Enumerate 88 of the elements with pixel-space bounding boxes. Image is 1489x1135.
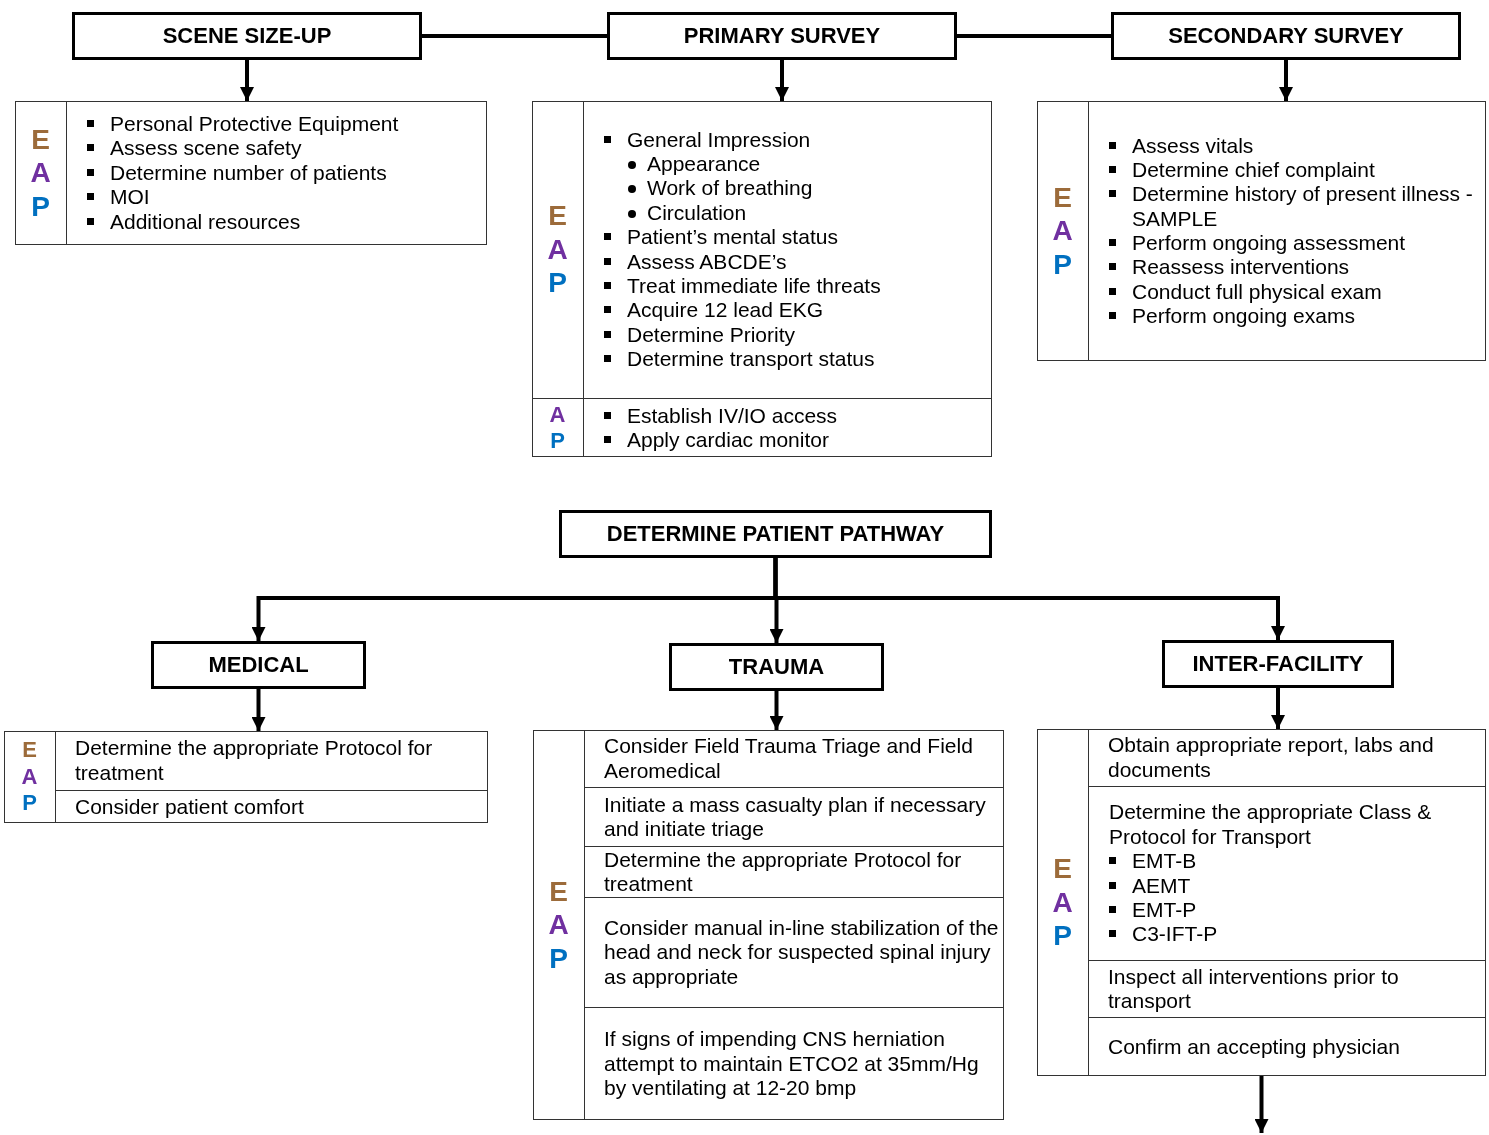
checklist-item: Patient’s mental status	[627, 225, 838, 250]
stage-header-box	[669, 643, 884, 691]
eap-letter: P	[22, 790, 37, 817]
eap-letter-cell	[532, 398, 584, 457]
checklist-text: Confirm an accepting physician	[1108, 1034, 1401, 1060]
checklist-item: Treat immediate life threats	[627, 273, 881, 299]
connector-arrow	[1254, 1076, 1269, 1133]
checklist-text: Determine the appropriate Protocol for treatment	[604, 847, 963, 897]
checklist-item: Determine the appropriate Class & Protocol for Transport	[1109, 800, 1433, 850]
checklist-table	[4, 731, 488, 823]
eap-letter: P	[31, 189, 50, 224]
stage-header-box	[1162, 640, 1394, 688]
connector-arrow	[769, 691, 784, 730]
eap-letter: E	[1053, 180, 1072, 215]
eap-letter: A	[1052, 214, 1073, 248]
header-title: INTER-FACILITY	[1192, 651, 1364, 677]
checklist-item: Acquire 12 lead EKG	[627, 298, 824, 323]
eap-letter: A	[30, 156, 51, 190]
checklist-table	[532, 101, 992, 457]
connector-line	[422, 34, 607, 38]
stage-header-box	[559, 510, 992, 558]
connector-arrow	[775, 60, 789, 101]
checklist-item: EMT-P	[1132, 897, 1197, 923]
checklist-text: Consider Field Trauma Triage and Field Aeromedical	[604, 734, 974, 783]
header-title: TRAUMA	[728, 654, 825, 680]
checklist-item: Assess vitals	[1132, 133, 1254, 158]
checklist-item: Work of breathing	[647, 176, 813, 201]
checklist-item: Appearance	[647, 152, 761, 177]
checklist-item: Conduct full physical exam	[1132, 279, 1382, 305]
header-title: SCENE SIZE-UP	[162, 23, 332, 49]
checklist-item: AEMT	[1132, 873, 1191, 898]
checklist-text: Consider patient comfort	[75, 794, 305, 820]
checklist-text: Consider manual in-line stabilization of the head and neck for suspected spinal injury as appropriate	[604, 915, 1000, 990]
eap-letter: E	[1053, 852, 1072, 886]
checklist-item: Reassess interventions	[1132, 255, 1350, 280]
eap-letter: A	[21, 763, 38, 791]
checklist-item: EMT-B	[1132, 849, 1197, 874]
checklist-item: MOI	[110, 185, 150, 210]
checklist-item: Circulation	[647, 200, 747, 226]
connector-arrow	[1271, 688, 1285, 729]
checklist-item: Personal Protective Equipment	[110, 112, 399, 137]
checklist-item: Determine transport status	[627, 346, 875, 372]
checklist-item: Determine chief complaint	[1132, 157, 1375, 183]
checklist-item: Perform ongoing assessment	[1132, 231, 1406, 256]
stage-header-box	[72, 12, 422, 60]
eap-letter: E	[31, 122, 50, 157]
checklist-text: If signs of impending CNS herniation attempt to maintain ETCO2 at 35mm/Hg by ventilating at 12-20 bmp	[604, 1027, 980, 1101]
eap-letter: P	[1053, 247, 1072, 282]
checklist-item: Apply cardiac monitor	[627, 428, 829, 453]
checklist-item: Determine history of present illness - SAMPLE	[1132, 182, 1474, 231]
stage-header-box	[607, 12, 957, 60]
checklist-item: Determine number of patients	[110, 160, 387, 186]
connector-arrow	[773, 558, 1285, 640]
eap-letter: E	[549, 874, 568, 909]
checklist-item: Assess scene safety	[110, 136, 302, 161]
eap-letter: P	[1053, 919, 1072, 953]
connector-line	[957, 34, 1111, 38]
checklist-text: Obtain appropriate report, labs and documents	[1108, 733, 1435, 782]
connector-arrow	[240, 60, 254, 101]
eap-letter: E	[22, 737, 37, 764]
checklist-text: Inspect all interventions prior to transport	[1108, 964, 1400, 1014]
checklist-item: Assess ABCDE’s	[627, 249, 787, 274]
header-title: SECONDARY SURVEY	[1168, 23, 1404, 49]
connector-arrow	[251, 689, 266, 731]
header-title: MEDICAL	[208, 652, 309, 678]
stage-header-box	[1111, 12, 1461, 60]
checklist-text: Determine the appropriate Protocol for treatment	[75, 736, 434, 785]
checklist-item: Additional resources	[110, 209, 301, 234]
header-title: DETERMINE PATIENT PATHWAY	[606, 521, 945, 547]
eap-letter: P	[549, 941, 568, 976]
checklist-item: Establish IV/IO access	[627, 403, 838, 428]
checklist-item: General Impression	[627, 127, 811, 153]
checklist-item: C3-IFT-P	[1132, 922, 1218, 947]
connector-arrow	[1279, 60, 1293, 101]
checklist-table	[533, 730, 1004, 1120]
eap-letter: P	[550, 428, 565, 455]
eap-letter: A	[549, 401, 566, 428]
eap-letter: A	[1052, 885, 1073, 920]
checklist-table	[1037, 729, 1486, 1076]
checklist-item: Perform ongoing exams	[1132, 304, 1355, 329]
eap-letter: P	[548, 266, 567, 300]
eap-letter: E	[548, 199, 567, 233]
header-title: PRIMARY SURVEY	[683, 23, 881, 49]
stage-header-box	[151, 641, 366, 689]
eap-letter: A	[547, 232, 568, 267]
eap-letter: A	[548, 908, 569, 942]
checklist-text: Initiate a mass casualty plan if necessary and initiate triage	[604, 792, 987, 842]
checklist-item: Determine Priority	[627, 322, 796, 347]
